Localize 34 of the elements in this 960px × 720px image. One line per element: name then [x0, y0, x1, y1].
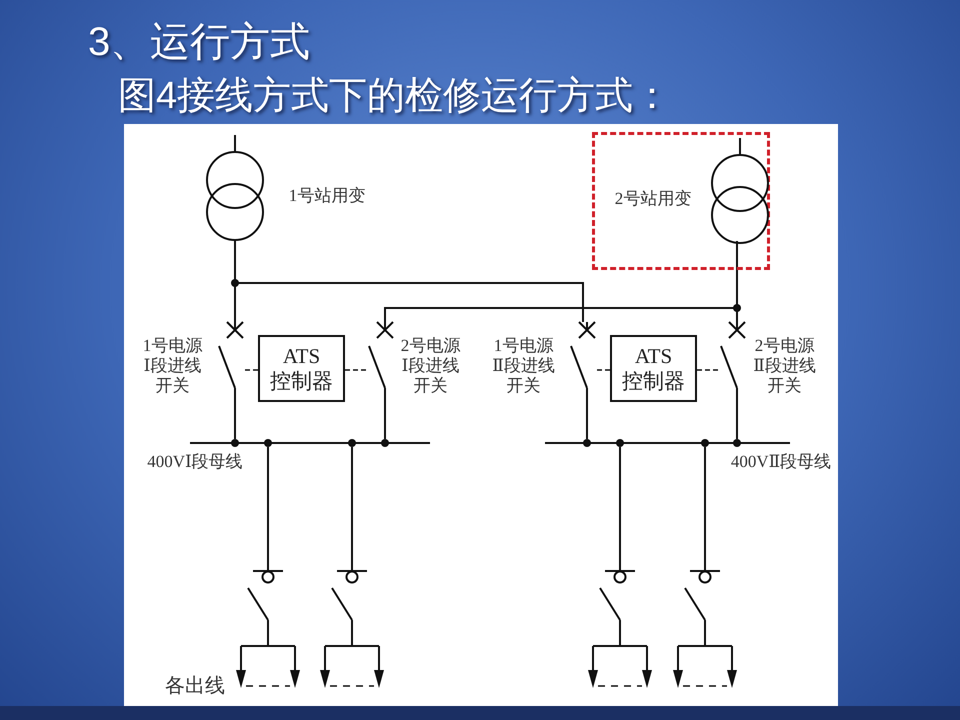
busbar	[545, 439, 790, 447]
highlight-box	[592, 132, 770, 270]
wire	[619, 447, 621, 570]
busbar	[190, 439, 430, 447]
wire	[384, 425, 386, 439]
busbar-label: 400VⅠ段母线	[146, 452, 244, 472]
breaker-label: 1号电源Ⅱ段进线开关	[491, 336, 556, 396]
breaker-label: 1号电源Ⅰ段进线开关	[142, 336, 204, 396]
control-link	[245, 369, 258, 371]
wire	[736, 425, 738, 439]
slide-subtitle: 图4接线方式下的检修运行方式：	[118, 74, 672, 119]
slide-title: 3、运行方式	[88, 19, 310, 66]
breaker-label: 2号电源Ⅱ段进线开关	[752, 336, 817, 396]
breaker-symbol	[569, 322, 597, 425]
control-link	[697, 369, 719, 371]
transformer-label: 1号站用变	[288, 186, 366, 206]
breaker-label: 2号电源Ⅰ段进线开关	[400, 336, 462, 396]
wire	[586, 425, 588, 439]
transformer-symbol	[710, 138, 770, 244]
wire	[704, 447, 706, 570]
wire	[267, 447, 269, 570]
wire	[351, 447, 353, 570]
controller-box: ATS控制器	[610, 335, 697, 402]
breaker-symbol	[367, 322, 395, 425]
breaker-symbol	[719, 322, 747, 425]
controller-box: ATS控制器	[258, 335, 345, 402]
wire	[234, 425, 236, 439]
control-link	[345, 369, 367, 371]
control-link	[597, 369, 610, 371]
busbar-label: 400VⅡ段母线	[730, 452, 832, 472]
feeder-label: 各出线	[165, 676, 225, 696]
transformer-symbol	[205, 135, 265, 241]
transformer-label: 2号站用变	[614, 189, 692, 209]
breaker-symbol	[217, 322, 245, 425]
